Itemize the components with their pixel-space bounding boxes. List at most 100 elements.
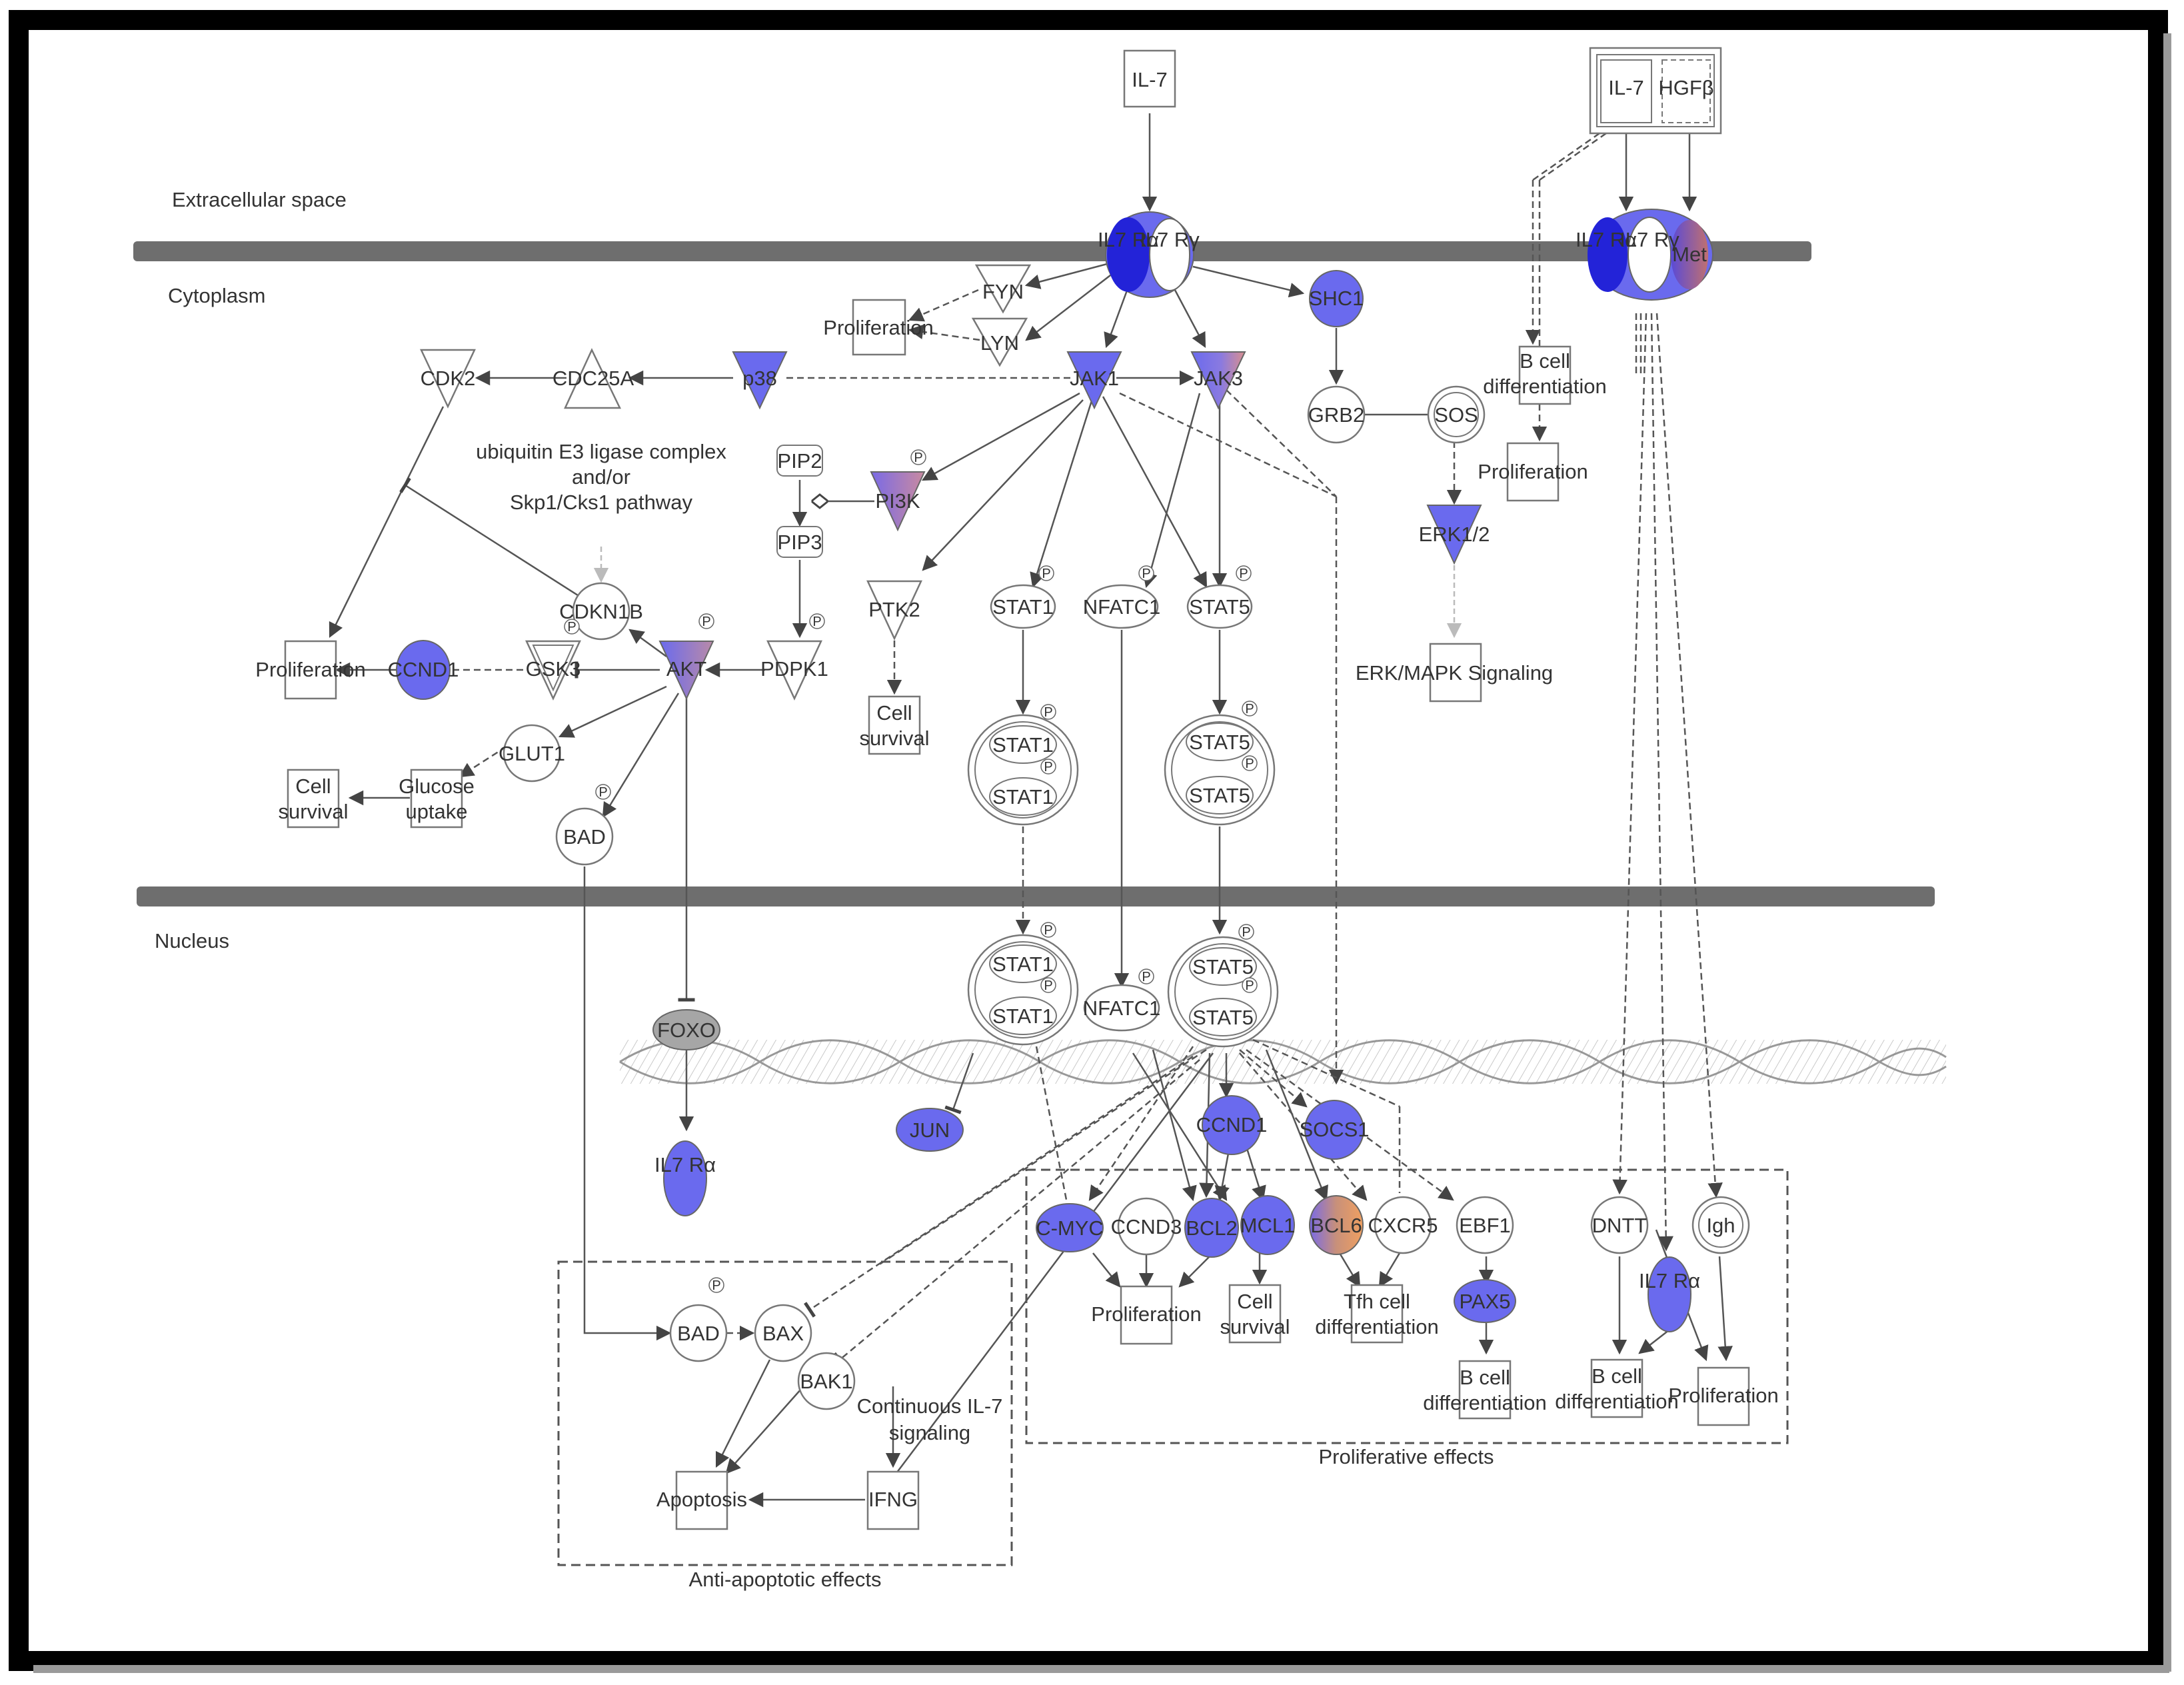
svg-text:IL7 Rγ: IL7 Rγ — [1620, 228, 1679, 251]
node-stat1-dimer-nucleus[interactable]: STAT1 STAT1 — [967, 934, 1079, 1046]
node-stat5-cyto[interactable]: STAT5 — [1186, 584, 1253, 629]
node-il7-ligand[interactable]: IL-7 — [1123, 49, 1176, 108]
svg-text:GSK3: GSK3 — [526, 657, 581, 681]
svg-text:BAK1: BAK1 — [800, 1370, 852, 1393]
node-bax[interactable]: BAX — [754, 1304, 812, 1362]
node-pip3[interactable]: PIP3 — [776, 526, 823, 558]
svg-text:JUN: JUN — [910, 1118, 950, 1142]
svg-text:STAT5: STAT5 — [1189, 784, 1250, 807]
node-erk12[interactable]: ERK1/2 — [1419, 505, 1490, 565]
node-ifng[interactable]: IFNG — [866, 1470, 920, 1530]
svg-text:Proliferation: Proliferation — [1668, 1384, 1778, 1407]
svg-text:IFNG: IFNG — [868, 1488, 918, 1511]
node-il7-met-receptor[interactable]: IL7 Rα IL7 Rγ Met — [1576, 209, 1713, 301]
node-bcell-diff-dntt[interactable]: B cell differentiation — [1555, 1358, 1679, 1418]
nuclear-membrane — [137, 886, 1935, 906]
node-stat1-dimer-cyto[interactable]: STAT1 STAT1 — [967, 714, 1079, 826]
svg-text:STAT1: STAT1 — [992, 952, 1054, 976]
svg-text:GRB2: GRB2 — [1308, 403, 1364, 427]
node-glut1[interactable]: GLUT1 — [499, 724, 565, 783]
node-ccnd3[interactable]: CCND3 — [1111, 1197, 1182, 1256]
node-erk-mapk-signaling[interactable]: ERK/MAPK Signaling — [1356, 643, 1553, 703]
svg-text:PI3K: PI3K — [875, 489, 920, 513]
node-cmyc[interactable]: C-MYC — [1036, 1203, 1104, 1252]
node-p38[interactable]: p38 — [732, 351, 788, 410]
ubiquitin-label-3: Skp1/Cks1 pathway — [510, 491, 692, 514]
node-jun[interactable]: JUN — [896, 1108, 964, 1152]
node-grb2[interactable]: GRB2 — [1307, 385, 1366, 444]
node-dntt[interactable]: DNTT — [1590, 1196, 1649, 1254]
svg-text:NFATC1: NFATC1 — [1083, 595, 1161, 619]
node-apoptosis[interactable]: Apoptosis — [656, 1470, 747, 1530]
node-cell-survival-left[interactable]: Cell survival — [278, 769, 349, 829]
node-stat1-cyto[interactable]: STAT1 — [990, 584, 1056, 629]
node-il7ra-prolif[interactable]: IL7 Rα — [1639, 1256, 1700, 1332]
ubiquitin-label-1: ubiquitin E3 ligase complex — [476, 440, 726, 463]
node-ptk2[interactable]: PTK2 — [866, 580, 922, 641]
node-pax5[interactable]: PAX5 — [1454, 1279, 1516, 1323]
node-lyn[interactable]: LYN — [971, 317, 1028, 367]
node-proliferation-left[interactable]: Proliferation — [255, 640, 366, 700]
node-nfatc1-nucleus[interactable]: NFATC1 — [1083, 984, 1161, 1032]
node-gsk3[interactable]: GSK3 — [525, 640, 581, 701]
node-il7-hgf-complex[interactable]: IL-7 HGFβ — [1589, 47, 1722, 135]
node-bak1[interactable]: BAK1 — [797, 1352, 856, 1410]
node-stat5-dimer-nucleus[interactable]: STAT5 STAT5 — [1167, 936, 1279, 1048]
svg-text:IL7 Rα: IL7 Rα — [1639, 1269, 1700, 1292]
svg-text:CDK2: CDK2 — [421, 367, 476, 390]
svg-text:P: P — [712, 1278, 720, 1293]
node-il7-receptor[interactable]: IL7 Rα IL7 Rγ — [1098, 211, 1200, 298]
svg-text:B cell: B cell — [1460, 1366, 1510, 1389]
node-cxcr5[interactable]: CXCR5 — [1368, 1196, 1438, 1254]
node-socs1[interactable]: SOCS1 — [1299, 1100, 1370, 1160]
node-sos[interactable]: SOS — [1427, 385, 1486, 444]
svg-text:P: P — [1142, 970, 1150, 984]
node-ccnd1-nucleus[interactable]: CCND1 — [1196, 1095, 1268, 1155]
node-bad-cyto[interactable]: BAD — [555, 807, 614, 866]
node-bcell-diff-pax5[interactable]: B cell differentiation — [1423, 1360, 1547, 1420]
phospho-bad-cyto: P — [595, 784, 611, 800]
node-bcl2[interactable]: BCL2 — [1184, 1198, 1239, 1258]
node-nfatc1-cyto[interactable]: NFATC1 — [1083, 584, 1161, 629]
node-proliferation-top-right[interactable]: Proliferation — [1478, 442, 1588, 502]
node-foxo[interactable]: FOXO — [652, 1009, 720, 1050]
svg-text:C-MYC: C-MYC — [1036, 1216, 1104, 1240]
node-cell-survival-ptk2[interactable]: Cell survival — [859, 695, 930, 755]
node-il7ra-nucleus[interactable]: IL7 Rα — [654, 1140, 716, 1216]
node-proliferation-prolif[interactable]: Proliferation — [1091, 1285, 1202, 1345]
node-mcl1[interactable]: MCL1 — [1240, 1195, 1296, 1255]
node-shc1[interactable]: SHC1 — [1309, 270, 1364, 327]
svg-text:Igh: Igh — [1706, 1214, 1735, 1237]
node-jak1[interactable]: JAK1 — [1066, 351, 1122, 410]
node-pi3k[interactable]: PI3K — [870, 471, 926, 532]
svg-text:BAD: BAD — [563, 825, 606, 848]
node-akt[interactable]: AKT — [658, 641, 714, 701]
node-pdpk1[interactable]: PDPK1 — [760, 640, 828, 701]
node-igh[interactable]: Igh — [1691, 1196, 1750, 1254]
svg-text:FYN: FYN — [982, 280, 1024, 303]
node-ccnd1-cyto[interactable]: CCND1 — [388, 640, 459, 700]
phospho-bad-nuc: P — [708, 1277, 724, 1293]
node-bcell-diff-top[interactable]: B cell differentiation — [1483, 345, 1607, 405]
svg-text:Apoptosis: Apoptosis — [656, 1488, 747, 1511]
node-proliferation-igh[interactable]: Proliferation — [1668, 1366, 1779, 1426]
node-stat5-dimer-cyto[interactable]: STAT5 STAT5 — [1164, 714, 1276, 826]
phospho-stat5-dimer-b: P — [1242, 755, 1258, 771]
node-bcl6[interactable]: BCL6 — [1309, 1195, 1364, 1255]
node-pip2[interactable]: PIP2 — [776, 445, 823, 477]
node-cdc25a[interactable]: CDC25A — [552, 348, 634, 409]
node-ebf1[interactable]: EBF1 — [1456, 1196, 1514, 1254]
node-tfh-differentiation[interactable]: Tfh cell differentiation — [1315, 1284, 1439, 1344]
node-glucose-uptake[interactable]: Glucose uptake — [399, 769, 475, 829]
node-jak3[interactable]: JAK3 — [1190, 351, 1246, 410]
svg-text:Cell: Cell — [295, 775, 331, 798]
ubiquitin-label-2: and/or — [572, 465, 630, 489]
svg-text:EBF1: EBF1 — [1459, 1214, 1511, 1237]
node-cell-survival-prolif[interactable]: Cell survival — [1220, 1284, 1290, 1344]
node-cdk2[interactable]: CDK2 — [420, 349, 476, 409]
node-proliferation-fyn[interactable]: Proliferation — [823, 299, 934, 356]
svg-text:BAX: BAX — [762, 1322, 804, 1345]
node-fyn[interactable]: FYN — [974, 264, 1032, 314]
node-bad-nucleus[interactable]: BAD — [669, 1304, 728, 1362]
